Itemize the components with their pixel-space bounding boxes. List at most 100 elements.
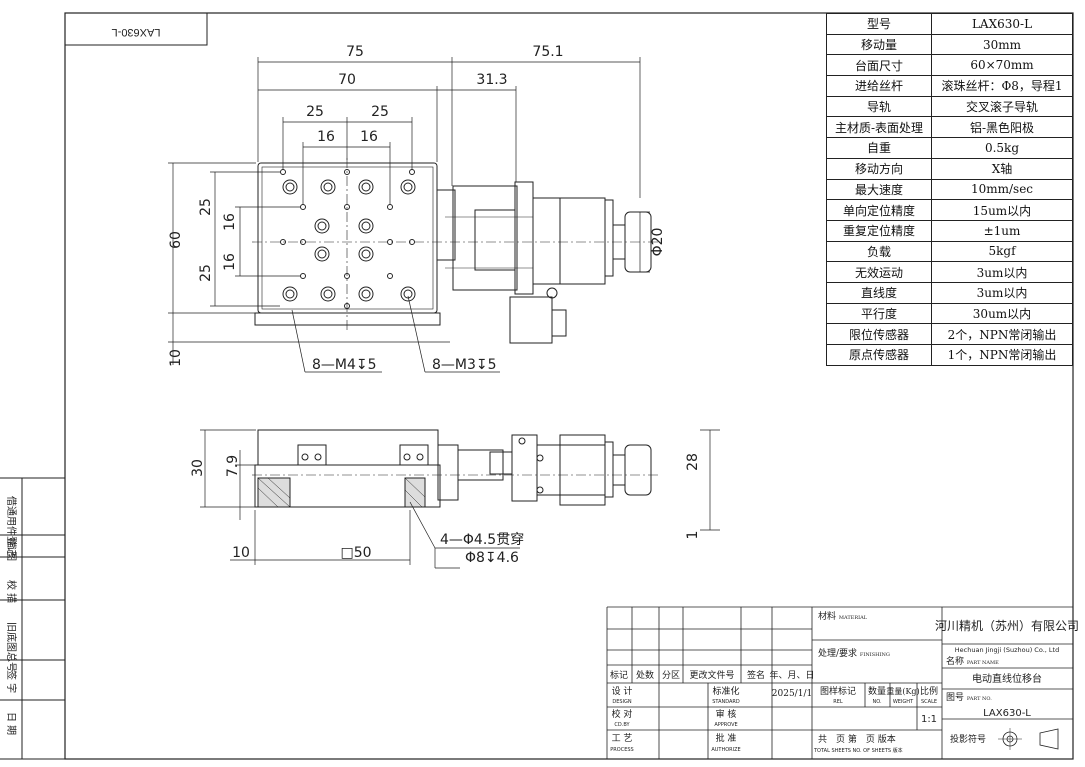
mounting-holes <box>280 169 416 309</box>
qty-label-en: NO. <box>872 699 881 705</box>
rev-header-zone: 分区 <box>662 670 680 681</box>
spec-value: 5kgf <box>931 240 1073 263</box>
spec-label: 主材质-表面处理 <box>826 116 932 139</box>
process-label: 工 艺 <box>612 733 633 744</box>
spec-label: 直线度 <box>826 281 932 304</box>
dim-phi-20: Φ20 <box>650 228 666 257</box>
spec-label: 无效运动 <box>826 261 932 283</box>
spec-label: 最大速度 <box>826 178 932 201</box>
dim-25-b: 25 <box>371 104 389 120</box>
dim-7-9: 7.9 <box>225 455 241 477</box>
spec-label: 单向定位精度 <box>826 199 932 221</box>
dim-10: 10 <box>168 349 184 367</box>
spec-label: 型号 <box>826 13 932 35</box>
dim-25-left-2: 25 <box>198 264 214 282</box>
dim-16-b: 16 <box>360 129 378 145</box>
dim-70: 70 <box>338 72 356 88</box>
check-label: 校 对 <box>612 708 633 720</box>
spec-value: 30mm <box>931 33 1073 56</box>
sheets-label: 共 页 第 页 版本 <box>818 733 896 745</box>
spec-label: 负载 <box>826 240 932 263</box>
spec-label: 重复定位精度 <box>826 219 932 242</box>
scale-label: 比例 <box>920 685 938 697</box>
review-label-en: APPROVE <box>714 722 737 728</box>
spec-label: 移动方向 <box>826 157 932 180</box>
rev-header-sign: 签名 <box>747 669 765 681</box>
front-view-dimensions <box>200 429 720 569</box>
design-date: 2025/1/1 <box>772 689 812 699</box>
rev-header-mark: 标记 <box>610 669 628 681</box>
approve-label: 批 准 <box>716 732 737 744</box>
dim-16-left-1: 16 <box>222 213 238 231</box>
dim-25-a: 25 <box>306 104 324 120</box>
margin-label-old-no: 旧底图总号 <box>5 622 18 672</box>
margin-label-sign: 签 字 <box>5 670 18 693</box>
corner-label: LAX630-L <box>112 26 161 38</box>
margin-label-check: 校 描 <box>5 580 18 603</box>
company-name-en: Hechuan Jingji (Suzhou) Co., Ltd <box>955 646 1059 654</box>
spec-value: 60×70mm <box>931 54 1073 77</box>
spec-label: 限位传感器 <box>826 323 932 345</box>
margin-label-date: 日 期 <box>5 712 17 735</box>
dim-25-left-1: 25 <box>198 198 214 216</box>
qty-label: 数量 <box>868 685 886 697</box>
process-label-en: PROCESS <box>610 747 633 753</box>
scale-label-en: SCALE <box>921 699 937 705</box>
spec-label: 移动量 <box>826 33 932 56</box>
dim-1: 1 <box>685 531 701 540</box>
dim-16-a: 16 <box>317 129 335 145</box>
spec-value: 1个，NPN常闭输出 <box>931 344 1073 366</box>
dim-30: 30 <box>190 459 206 477</box>
finishing-label: 处理/要求 FINISHING <box>818 647 890 659</box>
part-name-label: 名称 PART NAME <box>946 655 999 667</box>
standard-label-en: STANDARD <box>712 699 740 705</box>
spec-value: 0.5kg <box>931 137 1073 159</box>
callout-m4: 8—M4↧5 <box>312 357 377 373</box>
top-view-dimensions <box>168 57 650 373</box>
spec-value: ±1um <box>931 219 1073 242</box>
approve-label-en: AUTHORIZE <box>711 747 740 753</box>
spec-label: 自重 <box>826 137 932 159</box>
spec-value: 滚珠丝杆：Φ8，导程1 <box>931 75 1073 97</box>
margin-label-trace: 描 图 <box>5 538 18 561</box>
company-name: 河川精机（苏州）有限公司 <box>935 619 1079 633</box>
dim-10-b: 10 <box>232 545 250 561</box>
front-view <box>200 429 720 569</box>
mark-label-en: REL <box>833 699 843 705</box>
spec-value: 3um以内 <box>931 281 1073 304</box>
callout-hole-through: 4—Φ4.5贯穿 <box>440 532 524 548</box>
margin-label-borrow: 借通用件登记 <box>5 496 18 556</box>
spec-row: 重复定位精度±1um <box>826 219 1073 242</box>
mark-label: 图样标记 <box>820 685 856 697</box>
dim-square-50: □50 <box>340 545 371 561</box>
spec-value: LAX630-L <box>931 13 1073 35</box>
spec-row: 导轨交叉滚子导轨 <box>826 95 1073 118</box>
spec-label: 平行度 <box>826 302 932 325</box>
rev-header-file: 更改文件号 <box>689 669 734 681</box>
projection-label: 投影符号 <box>950 733 986 745</box>
weight-label: 重量(Kg) <box>886 686 919 696</box>
part-no: LAX630-L <box>983 708 1031 719</box>
dim-60: 60 <box>168 231 184 249</box>
check-label-en: CD.BY <box>614 722 630 728</box>
spec-value: 2个，NPN常闭输出 <box>931 323 1073 345</box>
material-label: 材料 MATERIAL <box>818 610 868 622</box>
spec-value: 15um以内 <box>931 199 1073 221</box>
spec-value: 3um以内 <box>931 261 1073 283</box>
part-no-label: 图号 PART NO. <box>946 692 992 703</box>
dim-28: 28 <box>685 453 701 471</box>
spec-label: 台面尺寸 <box>826 54 932 77</box>
